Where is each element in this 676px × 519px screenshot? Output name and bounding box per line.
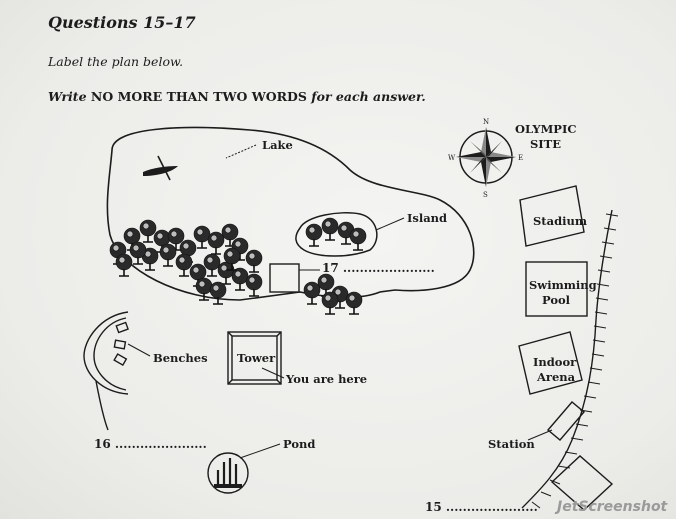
watermark-text: JetScreenshot [554, 499, 669, 515]
tree-icon [115, 253, 133, 277]
you-are-here-leader [261, 367, 285, 379]
tree-icon [317, 273, 335, 297]
tree-icon [349, 227, 367, 251]
tree-icon [129, 241, 147, 265]
lake-outline [106, 126, 475, 301]
railway-track [521, 209, 613, 509]
island-leader-line [375, 217, 405, 231]
pond-fountain-icon [207, 452, 249, 494]
swimming-pool-building [525, 261, 588, 317]
stadium-building [519, 185, 585, 247]
tree-icon [345, 291, 363, 315]
instruction-word-limit: Write NO MORE THAN TWO WORDS for each an… [48, 89, 426, 104]
forest-trees-icon [109, 217, 367, 315]
tree-icon [175, 253, 193, 277]
q15-building [550, 455, 614, 511]
indoor-arena-label-2: Arena [536, 370, 576, 384]
tree-icon [303, 281, 321, 305]
pond-label: Pond [283, 437, 315, 451]
compass-e-label: E [518, 154, 523, 162]
pond-leader-line [239, 443, 281, 459]
boat-icon [143, 155, 178, 181]
indoor-arena-label-1: Indoor [533, 355, 577, 369]
site-title-line1: OLYMPIC [515, 122, 577, 136]
you-are-here-label: You are here [285, 372, 367, 386]
site-title-line2: SITE [530, 137, 561, 151]
question-17-blank[interactable]: 17 ...................... [322, 261, 435, 275]
tree-icon [305, 223, 323, 247]
tree-icon [231, 267, 249, 291]
tower-building [227, 331, 282, 385]
question-15-blank[interactable]: 15 ...................... [425, 500, 538, 514]
compass-s-label: S [483, 191, 488, 199]
lake-leader-line [225, 144, 257, 159]
question-16-blank[interactable]: 16 ...................... [94, 437, 207, 451]
benches-amphitheatre [83, 311, 129, 431]
tree-icon [203, 253, 221, 277]
swimming-pool-label-1: Swimming [529, 278, 597, 292]
tree-icon [195, 277, 213, 301]
swimming-pool-label-2: Pool [542, 293, 571, 307]
lake-label: Lake [262, 138, 293, 152]
tree-icon [245, 249, 263, 273]
compass-w-label: W [448, 154, 456, 162]
tower-label: Tower [237, 351, 276, 365]
tree-icon [321, 291, 339, 315]
tree-icon [209, 281, 227, 305]
instruction-write-suffix: for each answer. [311, 89, 426, 104]
instruction-write-bold: NO MORE THAN TWO WORDS [90, 89, 307, 104]
indoor-arena-building [518, 331, 583, 395]
tree-icon [167, 227, 185, 251]
compass-rose-icon [456, 127, 516, 187]
stadium-label: Stadium [533, 214, 587, 228]
station-building [547, 401, 585, 441]
benches-leader-line [127, 343, 151, 357]
benches-label: Benches [153, 351, 208, 365]
tree-icon [223, 247, 241, 271]
tree-icon [139, 219, 157, 243]
instruction-label-plan: Label the plan below. [48, 54, 184, 69]
tree-icon [321, 217, 339, 241]
tree-icon [207, 231, 225, 255]
railway-sleepers [531, 213, 619, 509]
tree-icon [159, 243, 177, 267]
tree-icon [245, 273, 263, 297]
station-leader-line [527, 429, 553, 441]
q17-building [269, 263, 300, 293]
island-label: Island [407, 211, 447, 225]
compass-n-label: N [483, 118, 489, 126]
tree-icon [193, 225, 211, 249]
questions-heading: Questions 15–17 [48, 13, 196, 32]
station-label: Station [488, 437, 535, 451]
tree-icon [217, 261, 235, 285]
instruction-write-prefix: Write [48, 89, 87, 104]
island-outline [295, 212, 378, 257]
